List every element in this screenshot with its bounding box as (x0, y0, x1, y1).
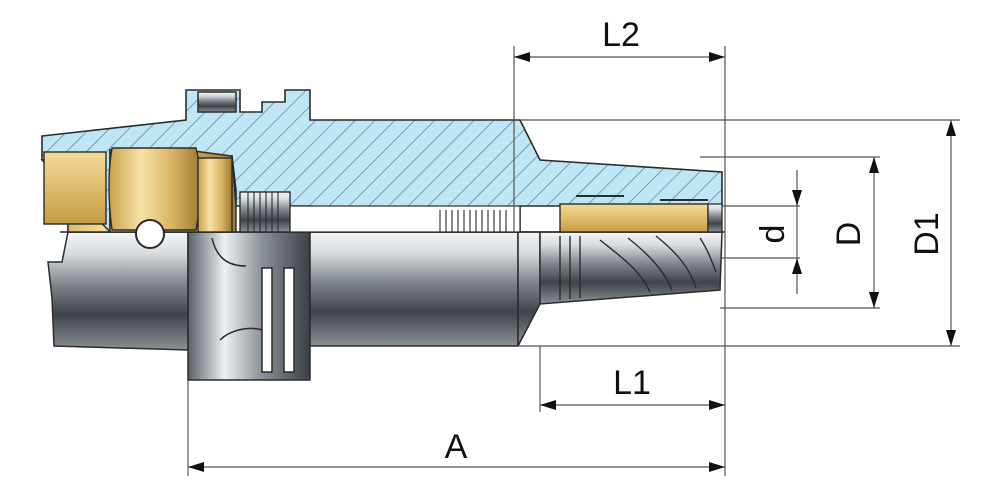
dim-label-d: d (754, 225, 792, 244)
nose-slot-lines (576, 195, 708, 201)
brass-drum (108, 147, 202, 231)
shank-lower (47, 231, 189, 351)
thread-teeth (439, 210, 507, 232)
dimension-arrows (188, 52, 956, 472)
dim-label-D1: D1 (908, 212, 946, 255)
dim-label-L2: L2 (602, 16, 640, 54)
nose-sleeve (559, 203, 709, 233)
brass-ring (197, 157, 233, 233)
key-slot (197, 91, 237, 113)
dim-label-A: A (445, 428, 468, 466)
body-lower (309, 231, 519, 347)
dim-label-L1: L1 (613, 364, 651, 402)
flange-slots (211, 237, 295, 373)
cross-hole (135, 219, 165, 249)
brass-block (43, 151, 107, 225)
external-view (47, 231, 725, 381)
dim-label-D: D (830, 222, 868, 247)
nose-grooves (559, 235, 717, 300)
bore (287, 205, 521, 233)
nose-tip (707, 203, 723, 233)
screw-thread (247, 192, 279, 232)
taper-lower (517, 231, 541, 347)
nose-lower (539, 231, 723, 305)
section-view (40, 89, 723, 249)
